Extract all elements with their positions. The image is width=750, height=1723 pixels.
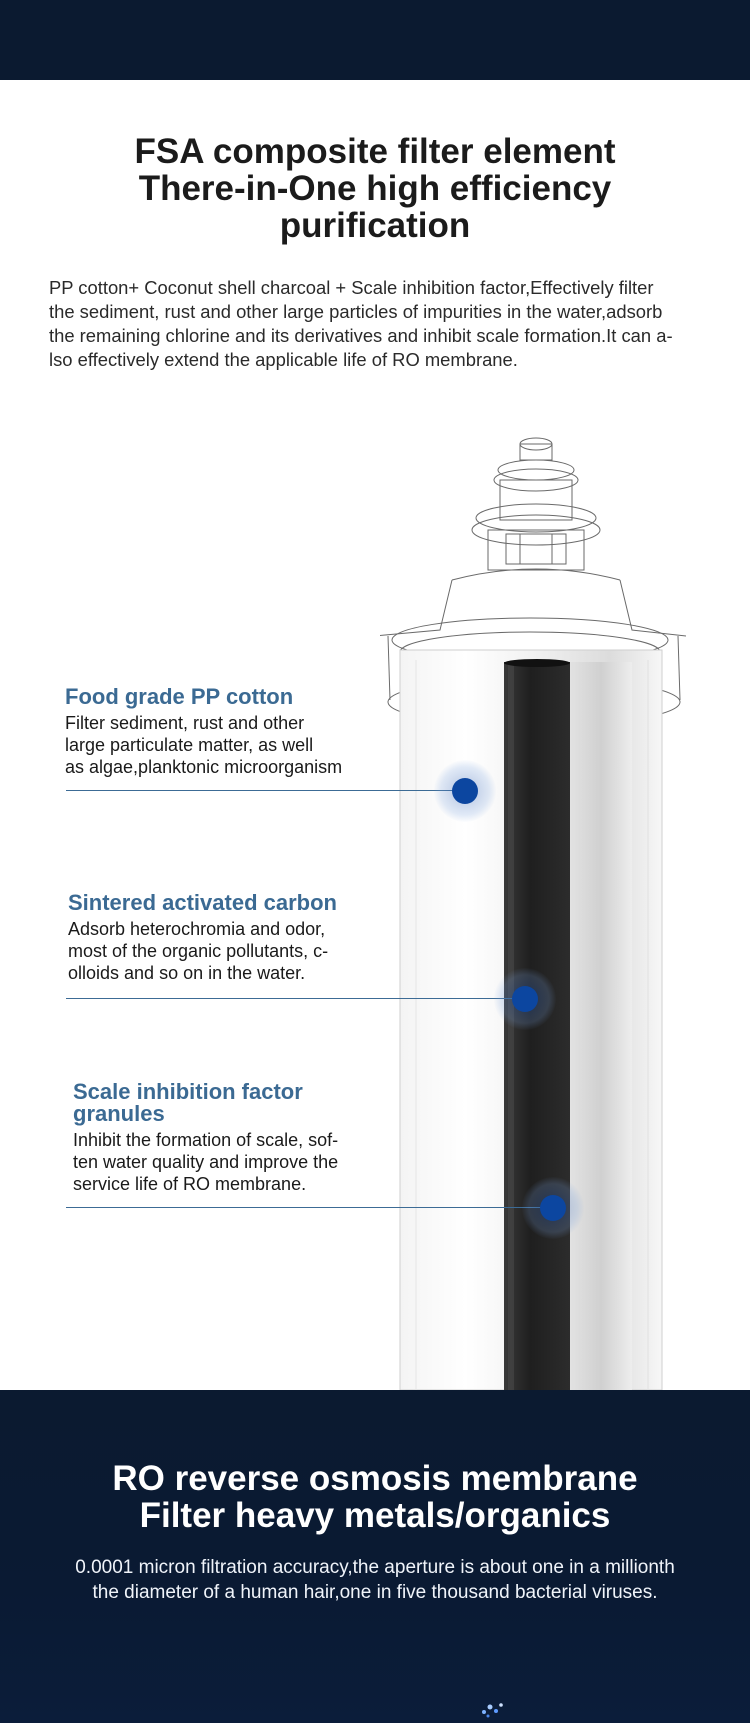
callout-heading: Food grade PP cotton [65, 684, 294, 709]
page-title: FSA composite filter element There-in-On… [0, 133, 750, 244]
callout-pp-cotton: Food grade PP cotton Filter sediment, ru… [65, 686, 342, 778]
callout-heading-line: Scale inhibition factor [73, 1079, 303, 1104]
title-line-1: FSA composite filter element [134, 132, 616, 171]
filter-cartridge-illustration [380, 437, 687, 1390]
callout-desc-line: ten water quality and improve the [73, 1152, 339, 1172]
callout-heading-line: granules [73, 1101, 165, 1126]
callout-desc-line: service life of RO membrane. [73, 1174, 307, 1194]
ro-desc-line-2: the diameter of a human hair,one in five… [92, 1582, 658, 1603]
membrane-glow-graphic [482, 1703, 503, 1718]
ro-title-line-2: Filter heavy metals/organics [139, 1496, 611, 1535]
callout-desc-line: large particulate matter, as well [65, 735, 314, 755]
callout-activated-carbon: Sintered activated carbon Adsorb heteroc… [68, 892, 337, 984]
ro-desc-line-1: 0.0001 micron filtration accuracy,the ap… [75, 1557, 675, 1578]
callout-leader-line [66, 790, 466, 791]
callout-description: Adsorb heterochromia and odor, most of t… [68, 918, 337, 984]
intro-line-2: the sediment, rust and other large parti… [49, 301, 663, 322]
callout-leader-line [66, 998, 526, 999]
callout-desc-line: as algae,planktonic microorganism [65, 757, 343, 777]
callout-desc-line: most of the organic pollutants, c- [68, 941, 329, 961]
callout-desc-line: Adsorb heterochromia and odor, [68, 919, 326, 939]
intro-paragraph: PP cotton+ Coconut shell charcoal + Scal… [49, 276, 729, 372]
marker-dot [540, 1195, 566, 1221]
title-line-3: purification [279, 206, 471, 245]
ro-section-description: 0.0001 micron filtration accuracy,the ap… [0, 1555, 750, 1605]
ro-section-band [0, 1390, 750, 1723]
callout-description: Inhibit the formation of scale, sof- ten… [73, 1129, 338, 1195]
callout-desc-line: Filter sediment, rust and other [65, 713, 305, 733]
intro-line-3: the remaining chlorine and its derivativ… [49, 325, 673, 346]
callout-desc-line: Inhibit the formation of scale, sof- [73, 1130, 339, 1150]
intro-line-1: PP cotton+ Coconut shell charcoal + Scal… [49, 277, 654, 298]
callout-desc-line: olloids and so on in the water. [68, 963, 306, 983]
callout-heading: Sintered activated carbon [68, 890, 337, 915]
marker-dot [512, 986, 538, 1012]
marker-dot [452, 778, 478, 804]
ro-title-line-1: RO reverse osmosis membrane [112, 1459, 638, 1498]
ro-section-title: RO reverse osmosis membrane Filter heavy… [0, 1460, 750, 1534]
title-line-2: There-in-One high efficiency [138, 169, 612, 208]
intro-line-4: lso effectively extend the applicable li… [49, 349, 518, 370]
callout-description: Filter sediment, rust and other large pa… [65, 712, 342, 778]
callout-leader-line [66, 1207, 552, 1208]
callout-heading: Scale inhibition factor granules [73, 1081, 338, 1125]
top-banner [0, 0, 750, 80]
callout-scale-inhibition: Scale inhibition factor granules Inhibit… [73, 1081, 338, 1195]
